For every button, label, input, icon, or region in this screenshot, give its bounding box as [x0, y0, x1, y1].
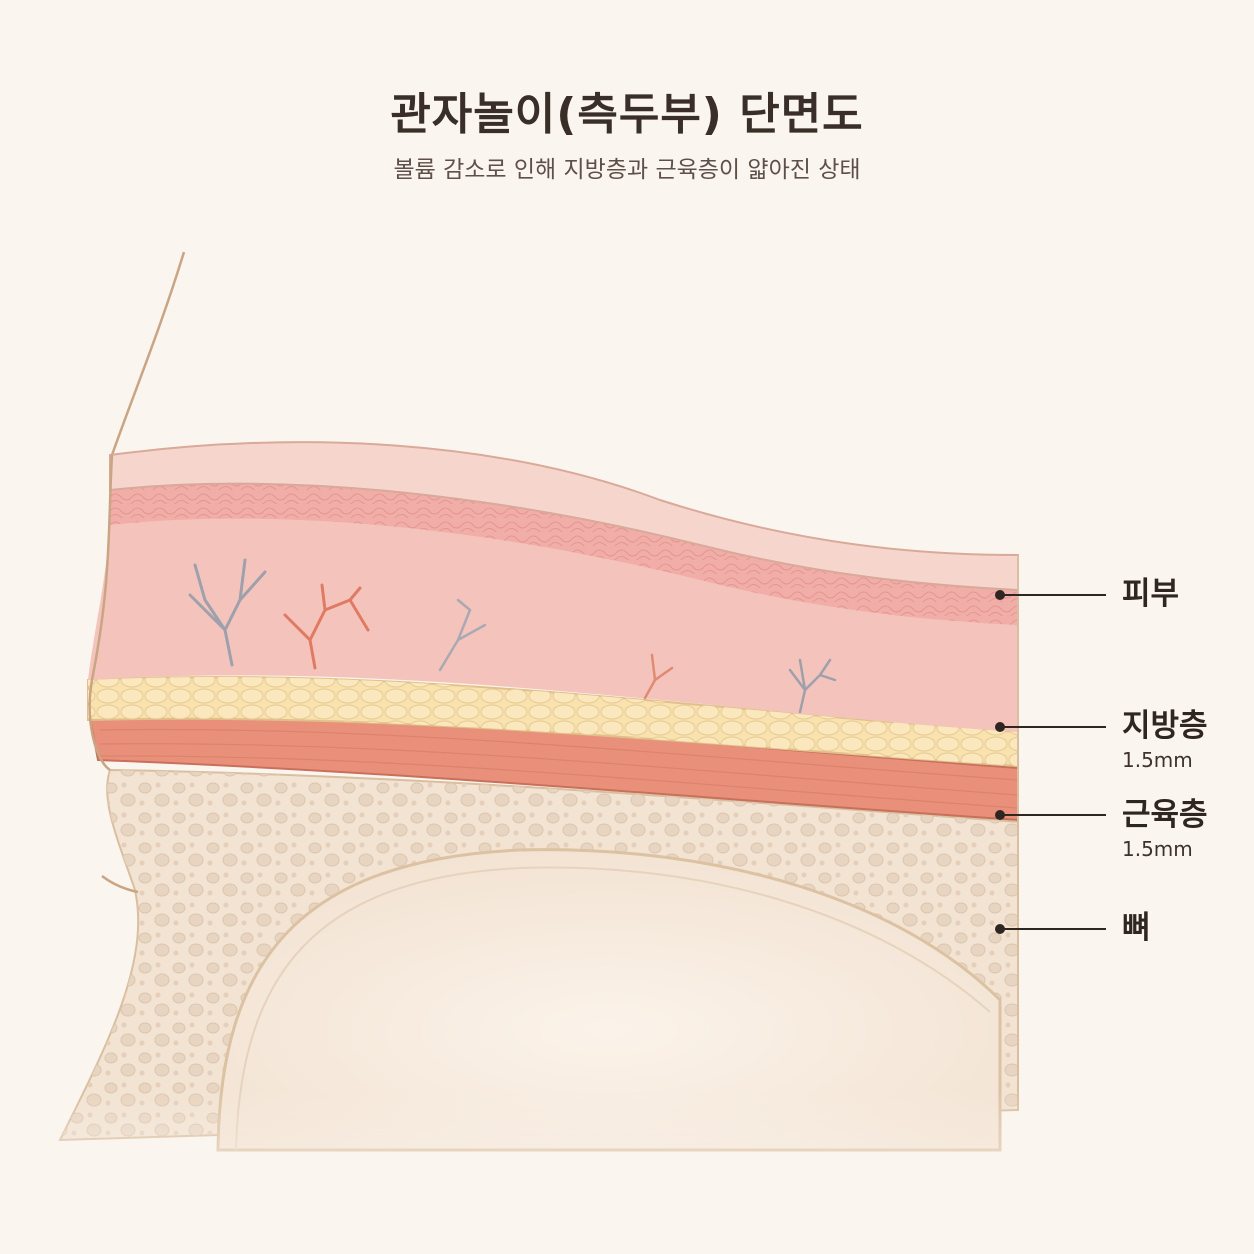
- blood-vessel-red-2: [643, 653, 674, 700]
- fat-label-name: 지방층: [1122, 708, 1208, 744]
- page-title: 관자놀이(측두부) 단면도: [390, 89, 864, 140]
- skin-label-name: 피부: [1122, 576, 1180, 612]
- face-outline: [110, 251, 186, 456]
- bone-label-name: 뼈: [1122, 910, 1151, 946]
- blood-vessel-grey-1: [188, 558, 267, 667]
- bone-label: 뼈: [1122, 913, 1151, 944]
- muscle-thickness: 1.5mm: [1122, 837, 1193, 861]
- dermal-papillae-band: [110, 483, 1018, 625]
- leader-lines: [1000, 594, 1106, 930]
- skin-label: 피부: [1122, 579, 1179, 610]
- fat-label: 지방층 1.5mm: [1122, 708, 1208, 772]
- bottom-fade: [0, 1090, 1254, 1254]
- bone-leader-dot: [995, 924, 1005, 934]
- skin-leader-dot: [995, 590, 1005, 600]
- dermis-layer: [88, 483, 1018, 732]
- cheek-outline: [101, 875, 139, 894]
- fat-leader-dot: [995, 722, 1005, 732]
- tissue-edge: [88, 454, 114, 772]
- blood-vessel-grey-3: [788, 658, 837, 714]
- blood-vessel-grey-2: [438, 598, 487, 672]
- blood-vessel-red-1: [283, 583, 370, 670]
- muscle-leader-dot: [995, 810, 1005, 820]
- fat-thickness: 1.5mm: [1122, 748, 1193, 772]
- muscle-label: 근육층 1.5mm: [1122, 797, 1208, 861]
- page-subtitle: 볼륨 감소로 인해 지방층과 근육층이 얇아진 상태: [393, 157, 861, 183]
- muscle-label-name: 근육층: [1122, 797, 1208, 833]
- bone-cavity: [216, 848, 1002, 1152]
